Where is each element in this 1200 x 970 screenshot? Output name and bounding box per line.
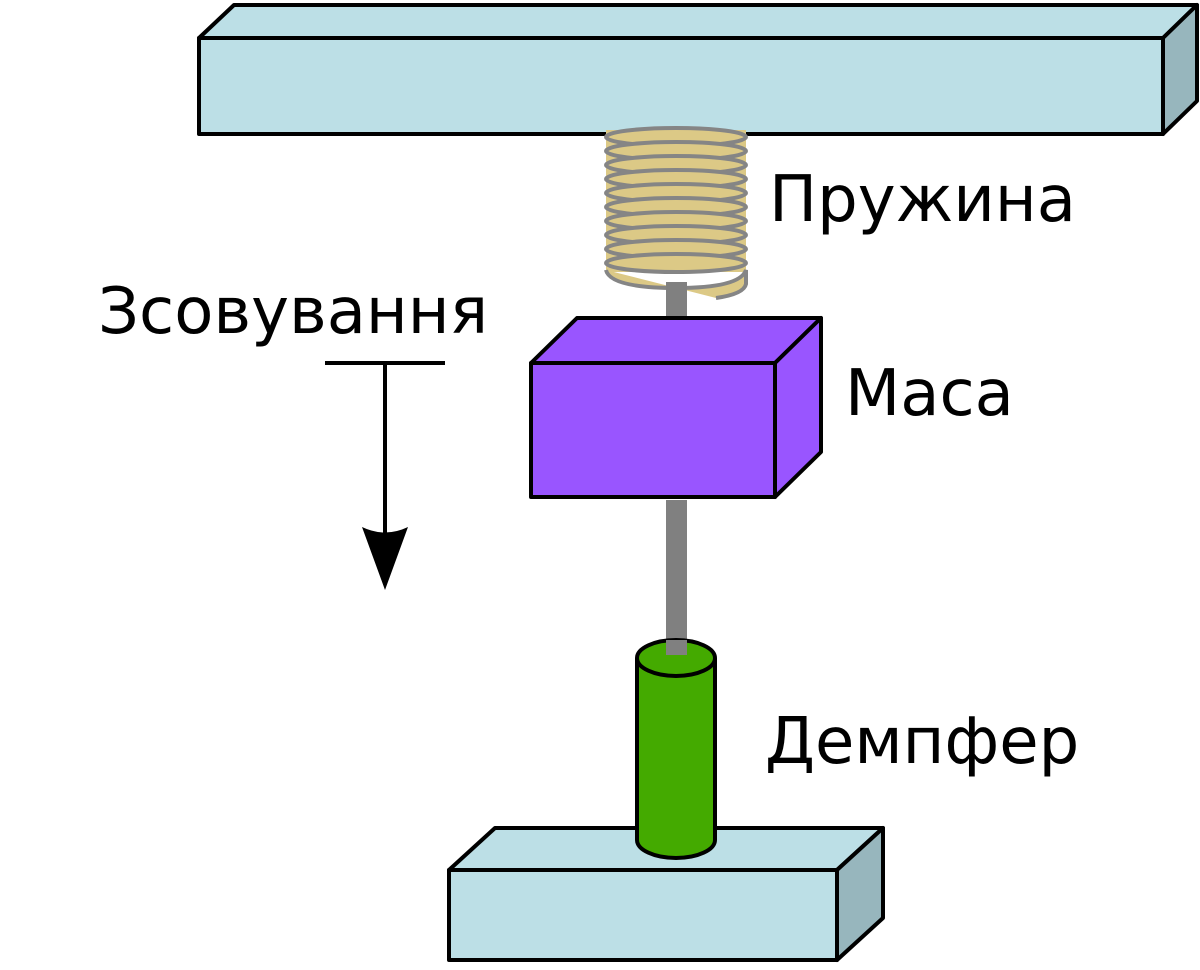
- mass-block: [529, 316, 823, 499]
- top-beam: [197, 3, 1199, 136]
- displacement-arrow: [325, 361, 445, 590]
- spring-label: Пружина: [769, 163, 1076, 237]
- damper-label: Демпфер: [765, 705, 1080, 779]
- damper-cylinder: [635, 638, 717, 860]
- bottom-base: [447, 826, 885, 962]
- displacement-label: Зсовування: [98, 275, 489, 349]
- damper-rod: [666, 500, 687, 655]
- spring: [604, 126, 748, 300]
- spring-coil-turn: [604, 252, 748, 274]
- mass-label: Маса: [845, 357, 1014, 431]
- spring-coil-tail: [604, 269, 748, 300]
